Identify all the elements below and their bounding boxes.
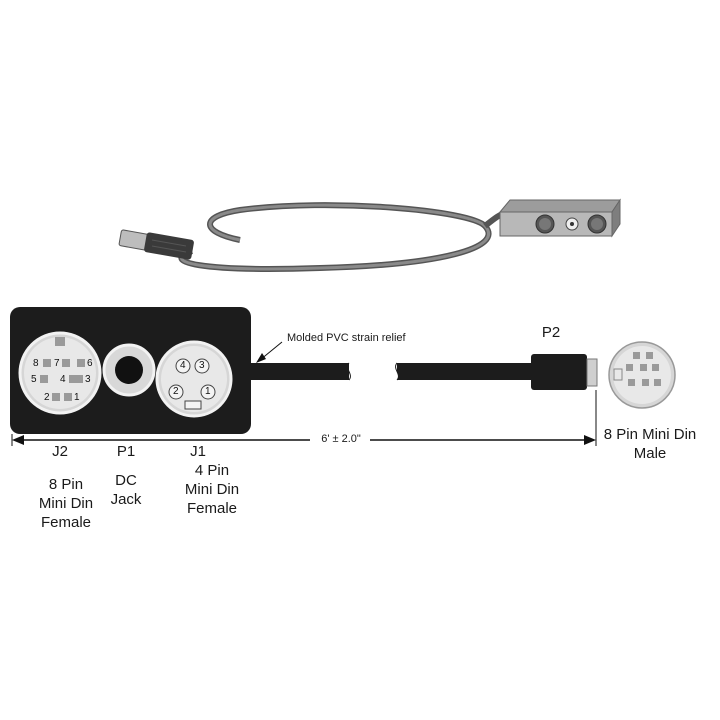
p1-dc-jack [102, 343, 156, 397]
j2-pin-label-7: 7 [54, 358, 60, 369]
j2-pin-1 [64, 393, 72, 401]
j2-pin-label-4: 4 [60, 374, 66, 385]
j2-ref: J2 [52, 443, 68, 460]
strain-relief-arrow [256, 341, 283, 363]
j2-pin-8 [43, 359, 51, 367]
p1-line1: DC [115, 472, 137, 489]
illustration-male-plug [118, 229, 194, 260]
p2-connector-face [608, 341, 676, 409]
p2-line2: Male [633, 445, 667, 462]
j1-pin-2 [168, 384, 184, 400]
j1-connector-face [155, 340, 233, 418]
j2-line2: Mini Din [38, 495, 94, 512]
j1-pin-label-1: 1 [205, 386, 211, 397]
j1-pin-label-4: 4 [180, 360, 186, 371]
illustration-breakout-box [498, 198, 621, 238]
p2-male-plug [531, 354, 598, 390]
j2-pin-label-8: 8 [33, 358, 39, 369]
j1-pin-label-2: 2 [173, 386, 179, 397]
j2-line1: 8 Pin [48, 476, 84, 493]
j2-pin-label-6: 6 [87, 358, 93, 369]
j1-pin-label-3: 3 [199, 360, 205, 371]
j1-pin-3 [194, 358, 210, 374]
p2-ref: P2 [541, 324, 561, 341]
length-label: 6' ± 2.0" [321, 433, 361, 445]
j1-pin-1 [200, 384, 216, 400]
j1-pin-4 [175, 358, 191, 374]
p1-line2: Jack [110, 491, 142, 508]
strain-relief-label: Molded PVC strain relief [287, 332, 406, 344]
j1-key [184, 400, 202, 410]
j1-line1: 4 Pin [194, 462, 230, 479]
j1-line2: Mini Din [184, 481, 240, 498]
j2-pin-5 [40, 375, 48, 383]
j1-ref: J1 [190, 443, 206, 460]
j2-pin-4 [69, 375, 77, 383]
p2-line1: 8 Pin Mini Din [603, 426, 697, 443]
j2-pin-label-1: 1 [74, 392, 80, 403]
length-dimension [11, 390, 597, 446]
cable-illustration [118, 198, 621, 272]
p1-ref: P1 [116, 443, 136, 460]
j2-pin-3 [75, 375, 83, 383]
schematic-cable [251, 362, 535, 381]
j2-pin-label-2: 2 [44, 392, 50, 403]
j2-connector-face [18, 331, 102, 415]
j2-line3: Female [40, 514, 92, 531]
j1-line3: Female [186, 500, 238, 517]
j2-pin-label-3: 3 [85, 374, 91, 385]
j2-pin-7 [62, 359, 70, 367]
j2-pin-label-5: 5 [31, 374, 37, 385]
j2-pin-6 [77, 359, 85, 367]
j2-pin-2 [52, 393, 60, 401]
